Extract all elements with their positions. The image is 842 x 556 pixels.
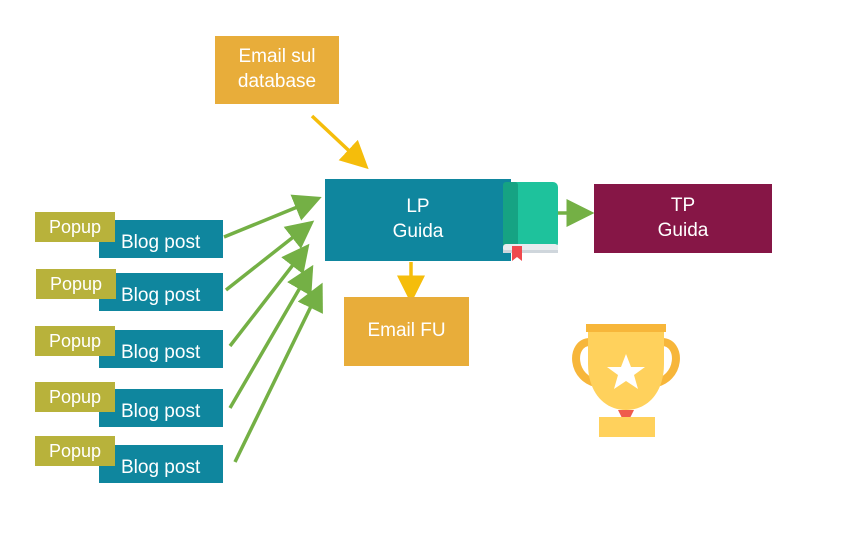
arrow-blog-4-to-lp — [228, 264, 314, 409]
popup-label-1: Popup — [48, 216, 102, 237]
popup-box-2: Popup — [36, 269, 116, 299]
tp-label: TP — [670, 194, 696, 216]
popup-label-4: Popup — [48, 386, 102, 407]
blog-post-box-3: Blog post — [99, 330, 223, 368]
email-database-line1: Email sul — [238, 46, 316, 68]
popup-label-3: Popup — [48, 330, 102, 351]
trophy-star-icon — [572, 324, 680, 437]
lp-label: LP — [406, 196, 430, 218]
blog-post-box-2: Blog post — [99, 273, 223, 311]
email-fu-label: Email FU — [367, 320, 446, 342]
lp-guida-box: LP Guida — [325, 179, 511, 261]
blog-post-label-5: Blog post — [121, 457, 201, 478]
blog-post-label-2: Blog post — [121, 285, 201, 306]
popup-box-4: Popup — [35, 382, 115, 412]
arrow-email-db-to-lp — [310, 114, 369, 170]
popup-box-3: Popup — [35, 326, 115, 356]
arrow-blog-1-to-lp — [223, 194, 322, 239]
blog-post-box-1: Blog post — [99, 220, 223, 258]
blog-post-label-4: Blog post — [121, 401, 201, 422]
blog-post-label-1: Blog post — [121, 232, 201, 253]
email-database-line2: database — [237, 71, 317, 92]
email-fu-box: Email FU — [344, 297, 469, 366]
blog-post-box-4: Blog post — [99, 389, 223, 427]
popup-label-2: Popup — [49, 273, 103, 294]
lp-guida-label: Guida — [392, 221, 444, 242]
blog-post-box-5: Blog post — [99, 445, 223, 483]
popup-box-5: Popup — [35, 436, 115, 466]
tp-guida-label: Guida — [657, 219, 709, 241]
arrow-blog-2-to-lp — [224, 220, 315, 292]
email-database-box: Email sul database — [215, 36, 339, 104]
arrow-blog-5-to-lp — [233, 282, 323, 463]
book-icon — [503, 182, 558, 261]
blog-post-label-3: Blog post — [121, 342, 201, 363]
popup-box-1: Popup — [35, 212, 115, 242]
tp-guida-box: TP Guida — [594, 184, 772, 253]
popup-label-5: Popup — [48, 440, 102, 461]
